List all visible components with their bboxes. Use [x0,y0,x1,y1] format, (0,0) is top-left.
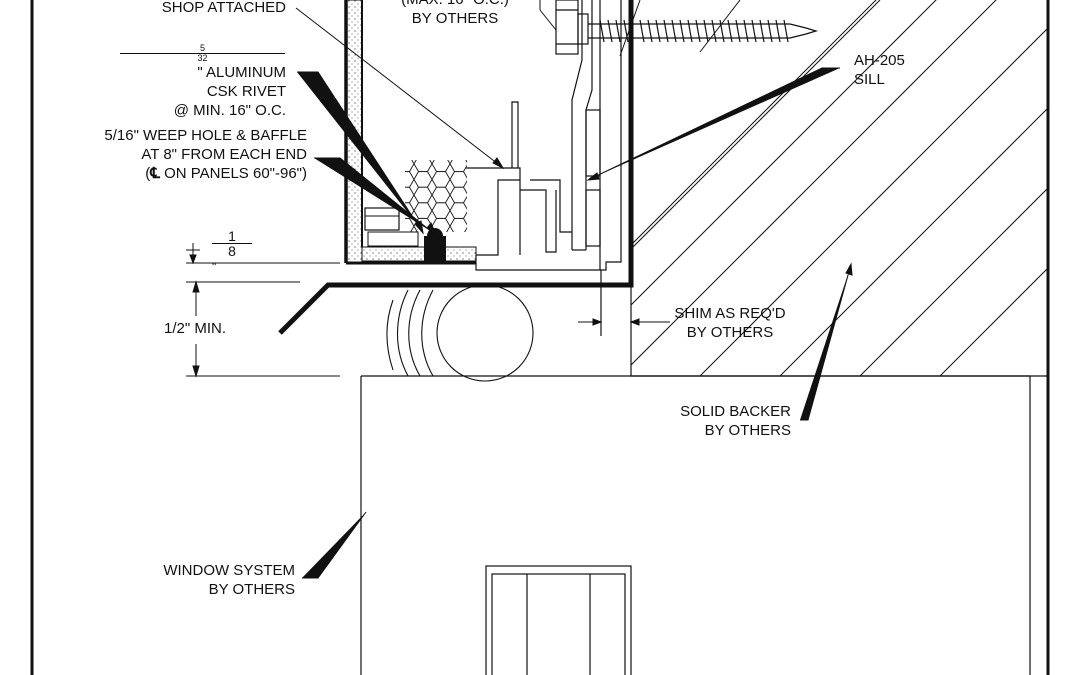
sealant-joint [386,284,534,382]
gap-dimension [186,243,340,265]
label-fastener: (MAX. 16" O.C.) BY OTHERS [401,0,509,27]
min-dimension [186,280,340,378]
label-half-min: 1/2" MIN. [164,320,227,337]
label-weep-hole: 5/16" WEEP HOLE & BAFFLE AT 8" FROM EACH… [104,127,307,182]
label-window-system: WINDOW SYSTEM BY OTHERS [163,562,295,598]
label-shop-attached: SHOP ATTACHED [161,0,286,16]
solid-backer-hatch [631,0,1049,376]
sill-extrusion [466,0,622,271]
centerline-icon: ℄ [150,165,160,182]
fastener [555,0,819,55]
label-solid-backer: SOLID BACKER BY OTHERS [680,403,791,439]
label-sill: AH-205 SILL [854,52,905,88]
window-system [360,375,1031,675]
shim-dimension [578,318,670,326]
leaders [295,0,853,579]
label-shim: SHIM AS REQ'D BY OTHERS [674,305,786,341]
